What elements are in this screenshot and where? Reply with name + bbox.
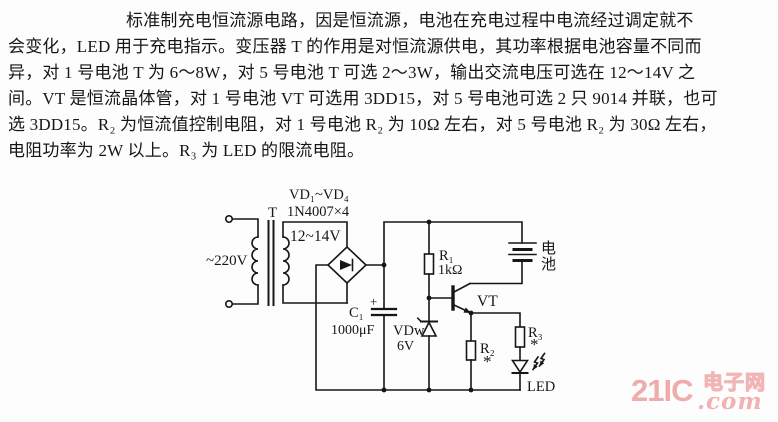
transistor-name-label: VT (477, 293, 498, 310)
description-line: 异，对 1 号电池 T 为 6～8W，对 5 号电池 T 可选 2～3W，输出交… (8, 63, 696, 82)
battery-label-top: 电 (541, 240, 556, 257)
r3-name-label: R₃ (528, 325, 543, 341)
watermark-site-name: 电子网 (702, 372, 766, 394)
transformer-label: T (268, 205, 277, 221)
filter-capacitor-symbol (370, 307, 398, 317)
input-terminal-top (225, 215, 234, 224)
battery-symbol (508, 242, 537, 262)
resistor-r2-symbol (465, 340, 477, 361)
secondary-winding-symbol (282, 236, 290, 286)
capacitor-name-label: C₁ (349, 305, 364, 321)
r1-name-label: R₁ (439, 248, 454, 264)
wire (282, 284, 348, 304)
led-symbol (511, 352, 546, 374)
zener-value-label: 6V (397, 339, 414, 354)
description-line: 间。VT 是恒流晶体管，对 1 号电池 VT 可选用 3DD15，对 5 号电池… (8, 89, 718, 108)
wire (383, 221, 523, 266)
primary-winding-symbol (251, 236, 259, 286)
r3-note-label: * (530, 335, 539, 354)
r2-note-label: * (483, 352, 492, 371)
mains-voltage-label: ~220V (206, 253, 248, 269)
diodes-type-label: 1N4007×4 (287, 204, 350, 220)
wire (282, 221, 348, 248)
watermark-domain-suffix: .com (697, 388, 763, 415)
wire (231, 284, 259, 305)
input-terminal-bottom (225, 299, 234, 308)
battery-label-bottom: 池 (541, 256, 556, 273)
description-line: 标准制充电恒流源电路，因是恒流源，电池在充电过程中电流经过调定就不 (126, 11, 694, 30)
diodes-name-label: VD₁~VD₄ (289, 187, 349, 203)
description-paragraph: 标准制充电恒流源电路，因是恒流源，电池在充电过程中电流经过调定就不 会变化，LE… (8, 8, 776, 164)
capacitor-polarity-label: + (370, 294, 377, 309)
secondary-voltage-label: 12~14V (290, 228, 341, 245)
watermark-brand: 21IC (631, 373, 693, 408)
capacitor-value-label: 1000μF (331, 323, 375, 338)
wire (470, 312, 521, 328)
description-line: 会变化，LED 用于充电指示。变压器 T 的作用是对恒流源供电，其功率根据电池容… (8, 37, 702, 56)
led-name-label: LED (527, 379, 555, 395)
transformer-core-symbol (267, 220, 275, 306)
resistor-r1-symbol (423, 253, 435, 275)
zener-name-label: VDw (393, 323, 425, 339)
wire (315, 264, 521, 391)
wire (469, 260, 523, 285)
junction-dots (381, 219, 474, 393)
description-line: 电阻功率为 2W 以上。R₃ 为 LED 的限流电阻。 (8, 141, 365, 160)
transistor-symbol (451, 282, 473, 315)
wire (231, 218, 259, 238)
description-line: 选 3DD15。R₂ 为恒流值控制电阻，对 1 号电池 R₂ 为 10Ω 左右，… (8, 115, 717, 134)
bridge-rectifier-symbol (326, 245, 368, 285)
r1-value-label: 1kΩ (438, 263, 462, 278)
r2-name-label: R₂ (480, 341, 495, 357)
resistor-r3-symbol (514, 326, 526, 348)
